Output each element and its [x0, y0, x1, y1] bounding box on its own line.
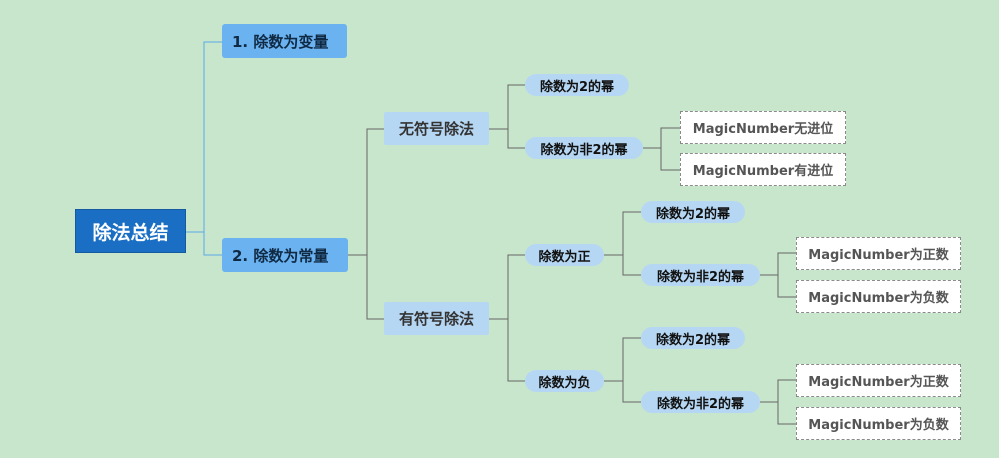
unsigned-non-pow2-node[interactable]: 除数为非2的幂 [525, 137, 643, 159]
connector-negative-children [604, 337, 641, 403]
root-label: 除法总结 [92, 221, 169, 244]
positive-pow2-node[interactable]: 除数为2的幂 [641, 201, 745, 223]
signed-negative-label: 除数为负 [538, 375, 591, 391]
negative-pow2-node[interactable]: 除数为2的幂 [641, 327, 745, 349]
connector-constant-to-signedness [348, 128, 384, 320]
branch-divisor-constant-label: 2. 除数为常量 [232, 246, 329, 265]
positive-magic-negative-node[interactable]: MagicNumber为负数 [796, 280, 961, 313]
unsigned-non-pow2-label: 除数为非2的幂 [540, 142, 628, 158]
negative-non-pow2-node[interactable]: 除数为非2的幂 [641, 391, 760, 413]
positive-non-pow2-node[interactable]: 除数为非2的幂 [641, 264, 760, 286]
branch-divisor-constant[interactable]: 2. 除数为常量 [222, 238, 348, 272]
unsigned-magic-carry-label: MagicNumber有进位 [692, 164, 834, 179]
negative-pow2-label: 除数为2的幂 [655, 332, 731, 348]
branch-divisor-variable-label: 1. 除数为变量 [232, 32, 329, 51]
signed-division-node[interactable]: 有符号除法 [384, 302, 489, 335]
connector-positive-children [604, 211, 641, 276]
positive-pow2-label: 除数为2的幂 [655, 206, 731, 222]
unsigned-magic-no-carry-node[interactable]: MagicNumber无进位 [680, 111, 846, 144]
connector-unsigned-magic [643, 127, 680, 171]
connector-unsigned-children [489, 84, 525, 149]
connector-root-to-branches [186, 41, 222, 256]
signed-negative-node[interactable]: 除数为负 [525, 370, 604, 392]
negative-magic-negative-node[interactable]: MagicNumber为负数 [796, 407, 961, 440]
positive-magic-negative-label: MagicNumber为负数 [808, 291, 949, 306]
signed-division-label: 有符号除法 [398, 310, 474, 328]
unsigned-pow2-label: 除数为2的幂 [539, 79, 615, 95]
unsigned-magic-carry-node[interactable]: MagicNumber有进位 [680, 153, 846, 186]
negative-magic-negative-label: MagicNumber为负数 [808, 418, 949, 433]
unsigned-magic-no-carry-label: MagicNumber无进位 [692, 122, 834, 137]
connector-signed-children [489, 254, 525, 382]
root-node[interactable]: 除法总结 [75, 209, 186, 253]
unsigned-pow2-node[interactable]: 除数为2的幂 [525, 74, 629, 96]
positive-magic-positive-node[interactable]: MagicNumber为正数 [796, 237, 961, 270]
negative-magic-positive-node[interactable]: MagicNumber为正数 [796, 364, 961, 397]
branch-divisor-variable[interactable]: 1. 除数为变量 [222, 24, 347, 58]
connector-positive-magic [760, 252, 796, 298]
unsigned-division-label: 无符号除法 [398, 120, 474, 138]
signed-positive-label: 除数为正 [538, 249, 591, 265]
connector-negative-magic [760, 379, 796, 425]
negative-magic-positive-label: MagicNumber为正数 [808, 375, 949, 390]
positive-non-pow2-label: 除数为非2的幂 [656, 269, 745, 285]
signed-positive-node[interactable]: 除数为正 [525, 244, 604, 266]
unsigned-division-node[interactable]: 无符号除法 [384, 112, 489, 145]
positive-magic-positive-label: MagicNumber为正数 [808, 248, 949, 263]
negative-non-pow2-label: 除数为非2的幂 [656, 396, 745, 412]
